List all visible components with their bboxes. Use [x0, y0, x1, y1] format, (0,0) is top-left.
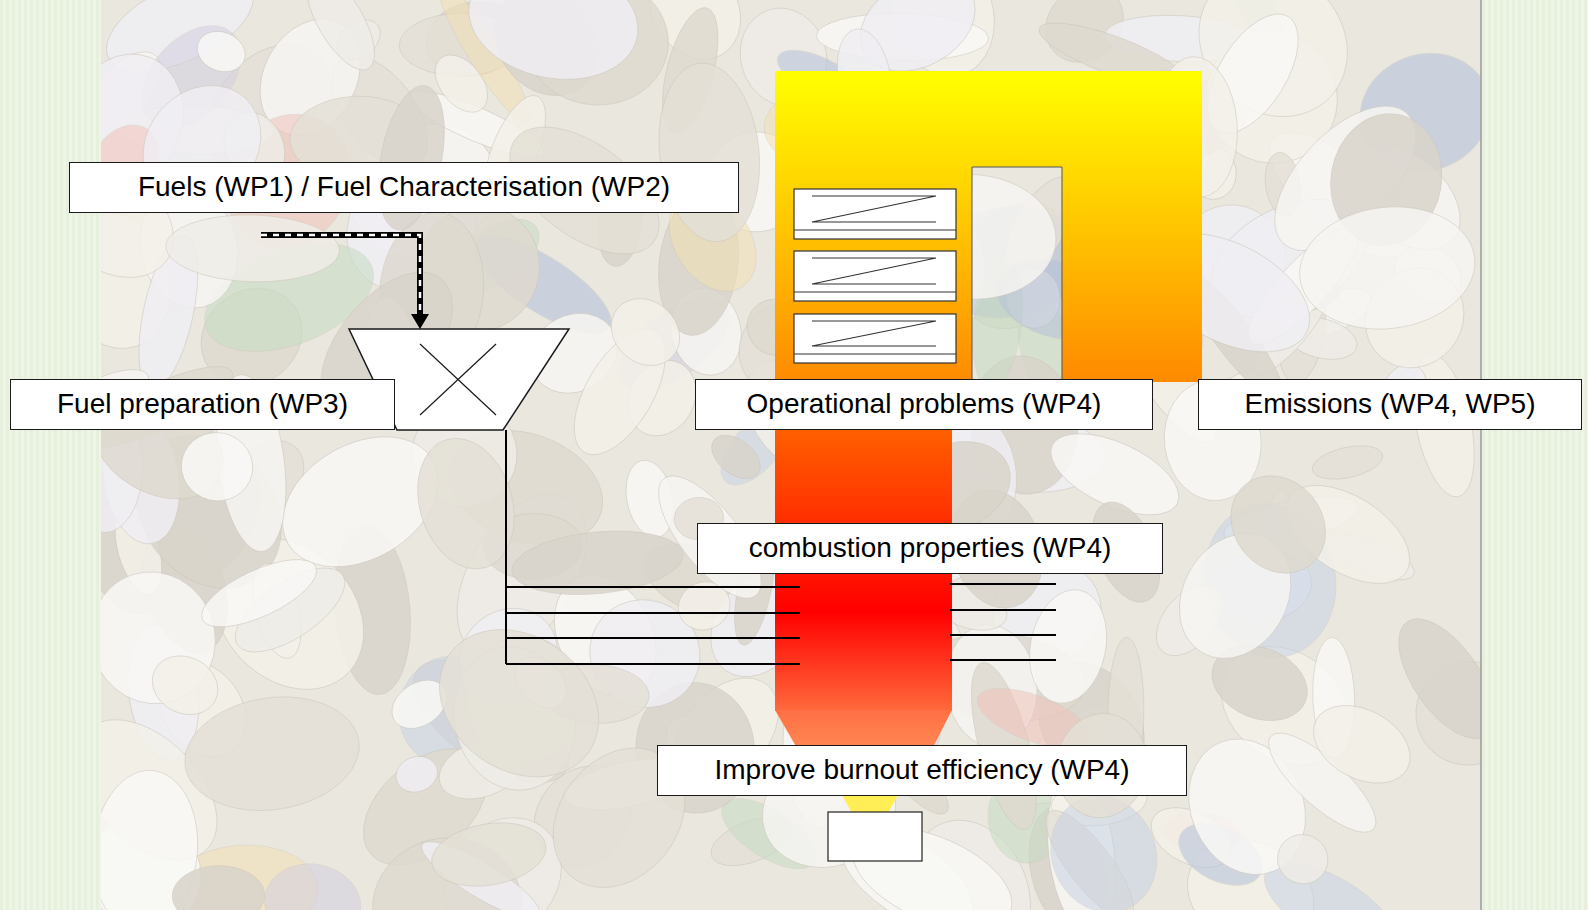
label-box: Improve burnout efficiency (WP4)	[657, 745, 1187, 796]
label-box: Fuel preparation (WP3)	[10, 379, 395, 430]
boiler-upper	[775, 71, 1202, 382]
shredder-cross	[420, 344, 496, 415]
box-label: Improve burnout efficiency (WP4)	[715, 754, 1130, 786]
photo-edge	[1480, 0, 1482, 910]
label-box: Fuels (WP1) / Fuel Characterisation (WP2…	[69, 162, 739, 213]
box-label: Emissions (WP4, WP5)	[1245, 388, 1536, 420]
boiler-slot	[972, 167, 1062, 382]
label-box: Emissions (WP4, WP5)	[1198, 379, 1582, 430]
label-box: combustion properties (WP4)	[697, 523, 1163, 574]
photo-wash	[101, 0, 1481, 910]
ash-box	[828, 812, 922, 861]
fuel-feed-arrow	[261, 235, 429, 329]
box-label: combustion properties (WP4)	[749, 532, 1112, 564]
heat-exchangers	[794, 189, 956, 363]
label-box: Operational problems (WP4)	[695, 379, 1153, 430]
waste-photo	[101, 0, 1481, 910]
box-label: Operational problems (WP4)	[747, 388, 1102, 420]
box-label: Fuel preparation (WP3)	[57, 388, 348, 420]
box-label: Fuels (WP1) / Fuel Characterisation (WP2…	[138, 171, 670, 203]
